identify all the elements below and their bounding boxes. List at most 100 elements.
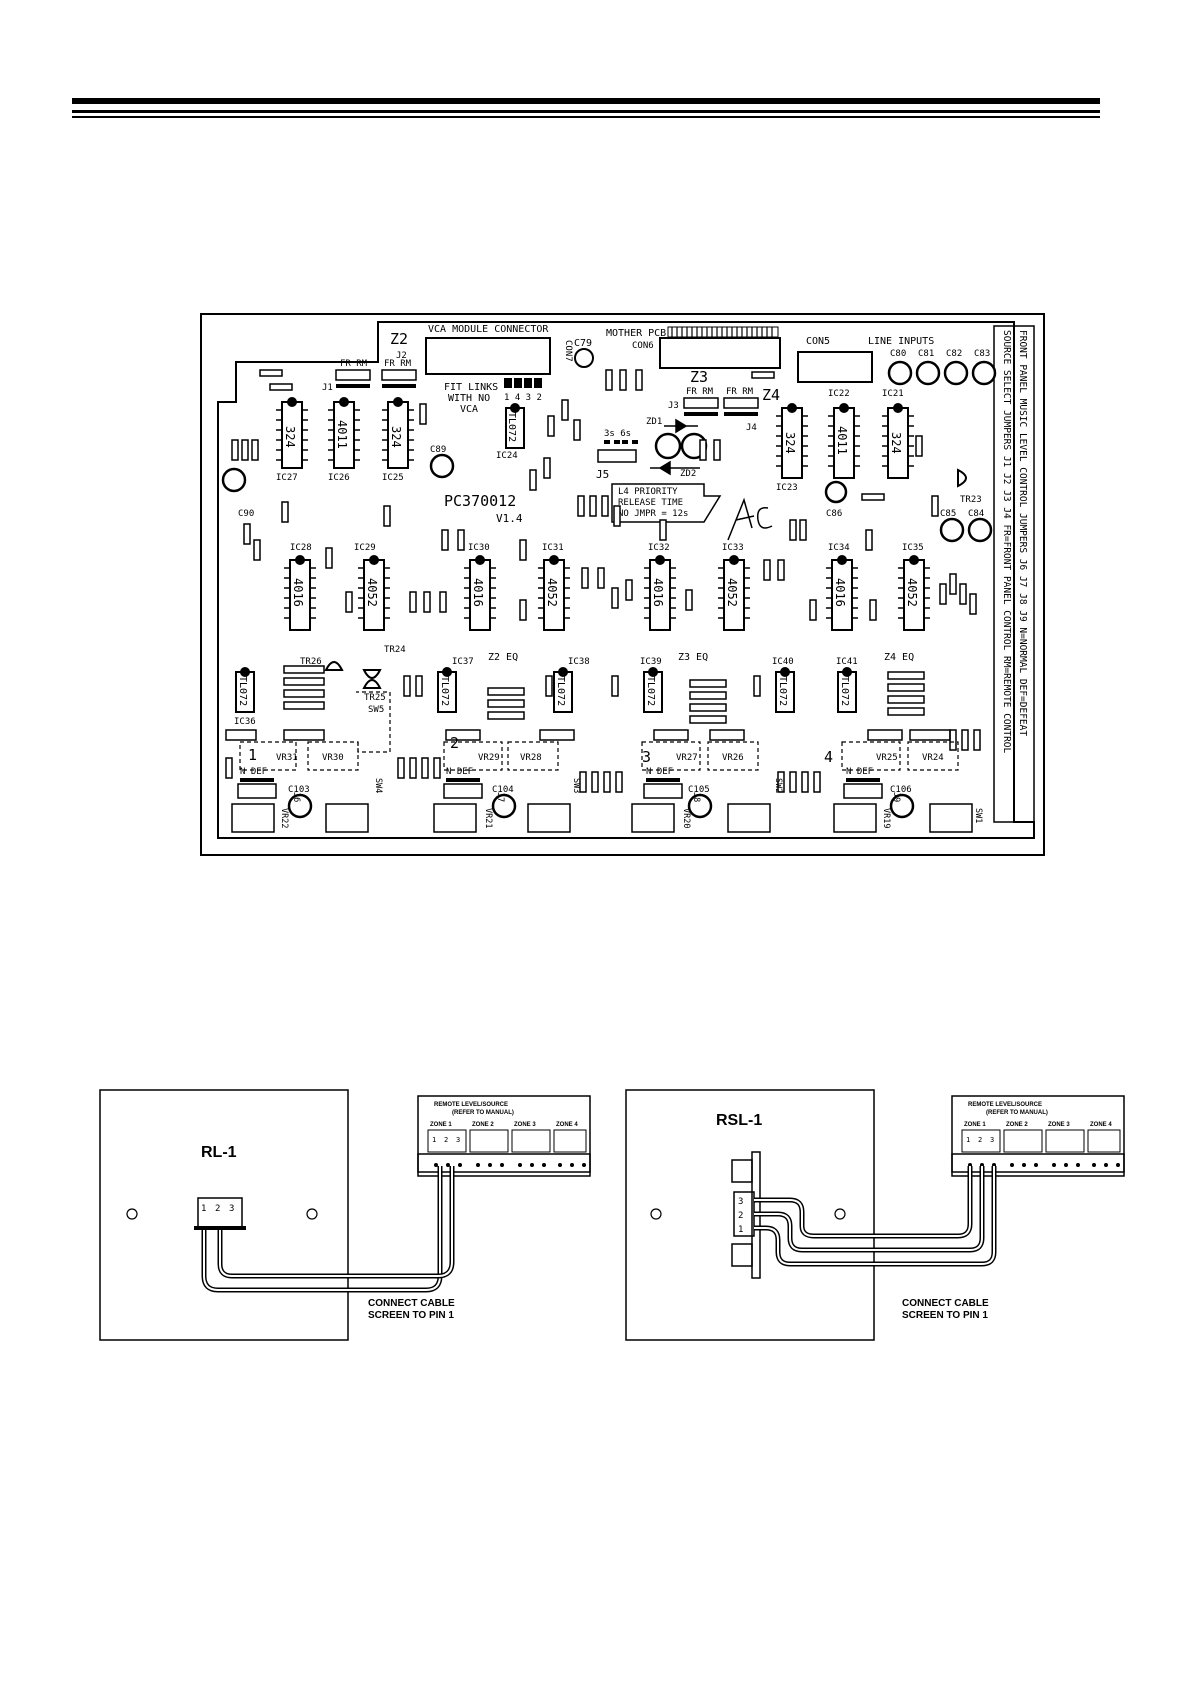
rsl1-note-line1: CONNECT CABLE xyxy=(902,1298,989,1309)
zone-number-2: 2 xyxy=(450,734,459,752)
j2-label: J2 xyxy=(396,351,407,361)
j4-label: J4 xyxy=(746,423,757,433)
fit-links-line1: FIT LINKS xyxy=(444,382,498,393)
c81-label: C81 xyxy=(918,349,934,359)
j7-label: J7 xyxy=(495,792,505,802)
ic34-label: IC34 xyxy=(828,543,850,553)
rsl1-tb-pin1: 1 xyxy=(966,1136,970,1144)
fit-links-line3: VCA xyxy=(460,404,478,415)
c86-label: C86 xyxy=(826,509,842,519)
c104-label: C104 xyxy=(492,785,514,795)
ic33-part: 4052 xyxy=(725,578,739,607)
rl1-zone2: ZONE 2 xyxy=(472,1122,494,1128)
c86-capacitor xyxy=(824,480,848,504)
line-inputs-label: LINE INPUTS xyxy=(868,336,934,347)
tr23-label: TR23 xyxy=(960,495,982,505)
rsl1-zone2: ZONE 2 xyxy=(1006,1122,1028,1128)
rsl1-pin-3: 3 xyxy=(738,1197,743,1207)
tr25-label: TR25 xyxy=(364,693,386,703)
ic32-label: IC32 xyxy=(648,543,670,553)
rsl1-tb-pin2: 2 xyxy=(978,1136,982,1144)
ic41-label: IC41 xyxy=(836,657,858,667)
ndef-1-label: N DEF xyxy=(240,767,267,777)
ic-row-top-pins xyxy=(276,409,914,467)
rl1-terminal-subheader: (REFER TO MANUAL) xyxy=(452,1110,514,1116)
z3-eq-label: Z3 EQ xyxy=(678,652,708,663)
ic25-part: 324 xyxy=(389,426,403,448)
sw3-label: SW3 xyxy=(571,778,581,793)
ic39-label: IC39 xyxy=(640,657,662,667)
rl1-note-line1: CONNECT CABLE xyxy=(368,1298,455,1309)
zone3-title: Z3 xyxy=(690,368,708,386)
rl1-zone3: ZONE 3 xyxy=(514,1122,536,1128)
rsl1-tb-pin3: 3 xyxy=(990,1136,994,1144)
vr22-label: VR22 xyxy=(279,808,289,828)
tr26-transistor xyxy=(324,661,344,671)
pcb-board-outline xyxy=(217,321,1035,839)
con7-label: C79 xyxy=(574,338,592,349)
c106-label: C106 xyxy=(890,785,912,795)
rl1-tb-pin1: 1 xyxy=(432,1136,436,1144)
tr24-label: TR24 xyxy=(384,645,406,655)
n-def-jumpers: N DEF N DEF N DEF N DEF xyxy=(237,767,883,799)
ic37-label: IC37 xyxy=(452,657,474,667)
sw1-label: SW1 xyxy=(973,808,983,823)
bottom-caps xyxy=(287,793,915,819)
vr19-label: VR19 xyxy=(881,808,891,828)
rl1-screw-left xyxy=(126,1208,138,1220)
rl1-cable-pin2-core xyxy=(219,1166,453,1277)
ic28-label: IC28 xyxy=(290,543,312,553)
ic22-part: 4011 xyxy=(835,426,849,455)
ic26-label: IC26 xyxy=(328,473,350,483)
j8-label: J8 xyxy=(691,792,701,802)
ic-row-middle-dots xyxy=(295,555,919,565)
rsl1-zone4: ZONE 4 xyxy=(1090,1122,1112,1128)
ic-row-middle-pins xyxy=(284,567,930,619)
ic24-label: IC24 xyxy=(496,451,518,461)
rsl1-connector xyxy=(733,1191,755,1237)
ic34-part: 4016 xyxy=(833,578,847,607)
vr25-label: VR25 xyxy=(876,753,898,763)
rl1-cable-pin2 xyxy=(217,1166,455,1279)
z2-eq-label: Z2 EQ xyxy=(488,652,518,663)
con6-connector xyxy=(659,337,781,369)
c83-label: C83 xyxy=(974,349,990,359)
vr21-label: VR21 xyxy=(483,808,493,828)
j6-label: J6 xyxy=(291,792,301,802)
rsl1-pin-2: 2 xyxy=(738,1211,743,1221)
rl1-note-line2: SCREEN TO PIN 1 xyxy=(368,1310,454,1321)
tr25-transistor xyxy=(362,669,382,679)
rsl1-terminal-subheader: (REFER TO MANUAL) xyxy=(986,1110,1048,1116)
rl1-title: RL-1 xyxy=(201,1144,237,1161)
board-version: V1.4 xyxy=(496,512,523,525)
vr31-label: VR31 xyxy=(276,753,298,763)
zone-number-3: 3 xyxy=(642,748,651,766)
j1-label: J1 xyxy=(322,383,333,393)
rl1-pin-2: 2 xyxy=(215,1204,220,1214)
j3-label: J3 xyxy=(668,401,679,411)
tr25-transistor-b xyxy=(362,679,382,689)
c90-label: C90 xyxy=(238,509,254,519)
ic38-part: TL072 xyxy=(555,676,566,706)
mother-pcb-pins xyxy=(667,326,779,338)
j9-label: J9 xyxy=(891,792,901,802)
jumper-note-2: FRONT PANEL MUSIC LEVEL CONTROL JUMPERS … xyxy=(1017,330,1028,736)
vr29-label: VR29 xyxy=(478,753,500,763)
j1-fr-rm: FR RM xyxy=(340,359,368,369)
ic38-label: IC38 xyxy=(568,657,590,667)
jumper-note-panel xyxy=(993,325,1035,823)
sw2-label: SW2 xyxy=(773,778,783,793)
rl1-zone1: ZONE 1 xyxy=(430,1122,452,1128)
rl1-tb-pin3: 3 xyxy=(456,1136,460,1144)
zd2-label: ZD2 xyxy=(680,469,696,479)
line-input-caps: C80 C81 C82 C83 xyxy=(887,349,997,386)
header-rule-thin-2 xyxy=(72,116,1100,118)
rsl1-cable xyxy=(754,1166,997,1267)
ndef-4-label: N DEF xyxy=(846,767,873,777)
rsl1-zone3: ZONE 3 xyxy=(1048,1122,1070,1128)
bottom-switch-boxes xyxy=(231,803,973,833)
con7-text: CON7 xyxy=(563,340,573,362)
priority-line1: L4 PRIORITY xyxy=(618,487,678,497)
ic30-part: 4016 xyxy=(471,578,485,607)
zone2-title: Z2 xyxy=(390,330,408,348)
